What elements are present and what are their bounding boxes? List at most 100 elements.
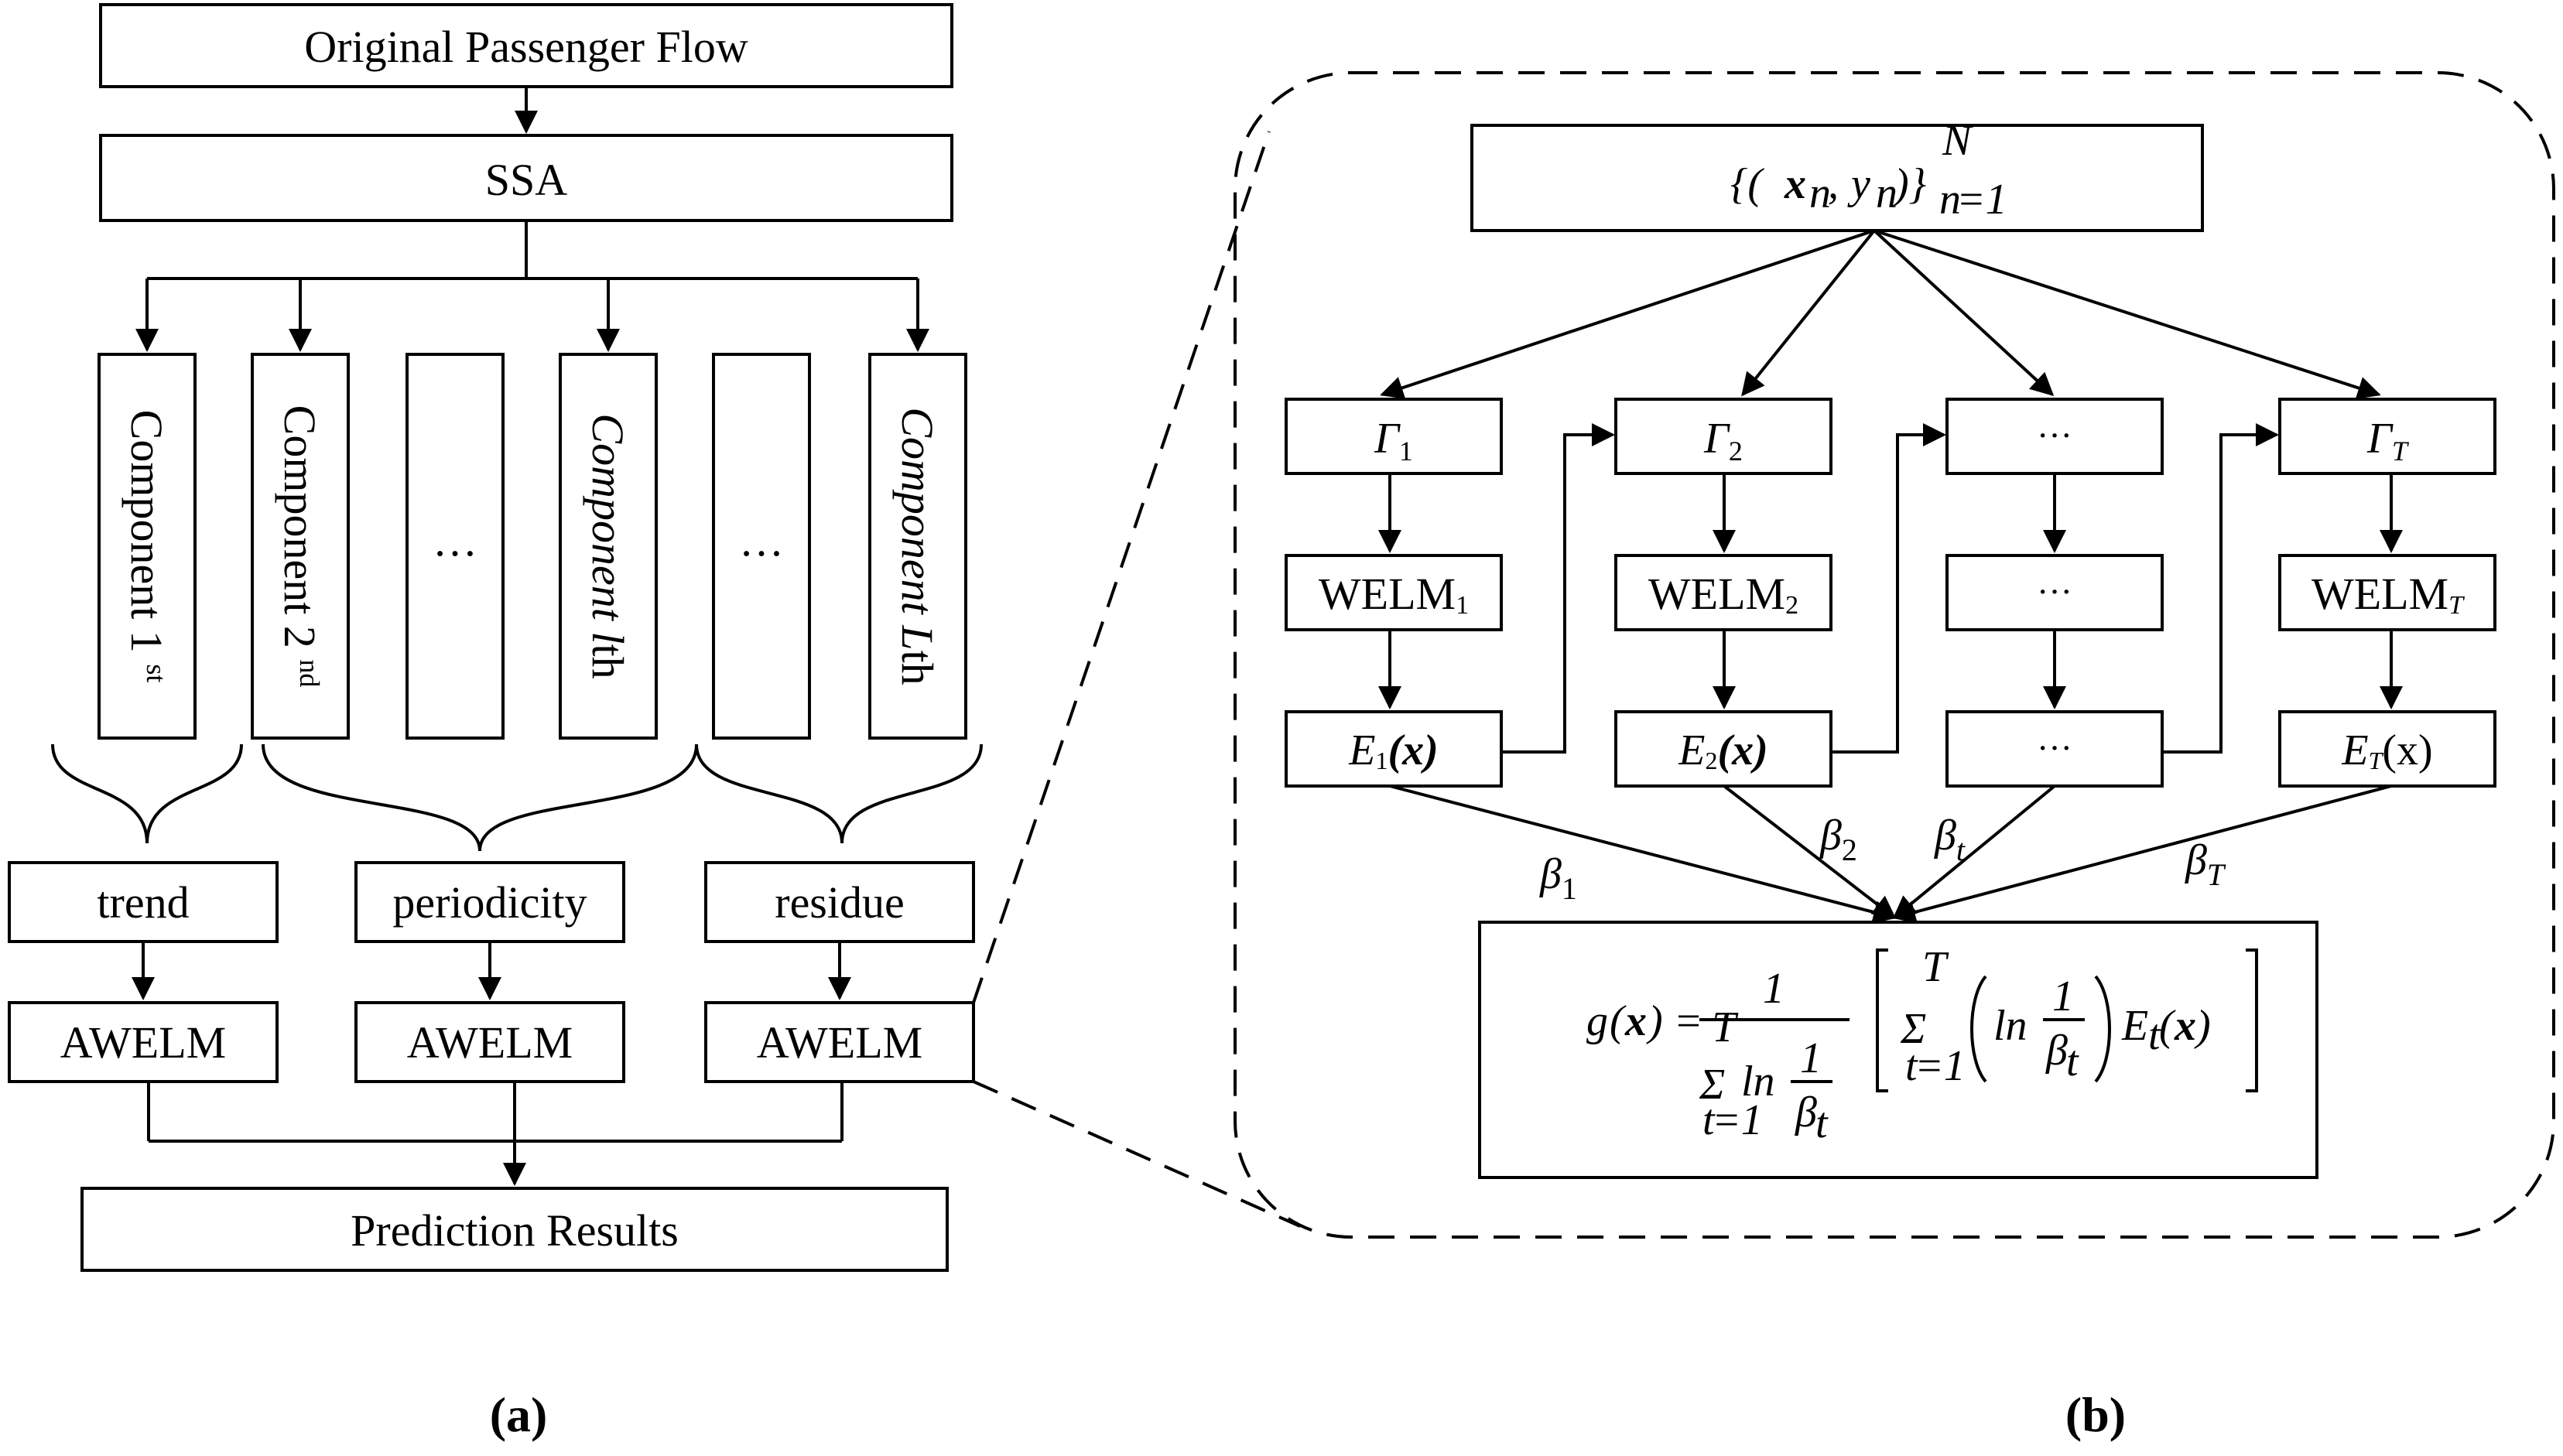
svg-text:t: t: [1905, 1042, 1918, 1090]
component-L-box: [868, 353, 967, 740]
periodicity-box: [354, 861, 625, 943]
final-formula-box: [1478, 921, 2318, 1179]
svg-text:(: (: [2159, 1002, 2176, 1050]
svg-text:): ): [2194, 1002, 2211, 1050]
svg-text:t: t: [1815, 1099, 1829, 1147]
svg-text:β: β: [1795, 1089, 1817, 1136]
component-ellipsis-2-label: …: [739, 515, 784, 566]
component-2-box: [251, 353, 350, 740]
svg-text:1: 1: [2052, 972, 2074, 1020]
svg-text:n: n: [1876, 169, 1897, 217]
svg-text:n: n: [1809, 169, 1831, 217]
svg-text:{(: {(: [1730, 160, 1764, 208]
prediction-results-label: Prediction Results: [351, 1205, 679, 1256]
beta-t-label: βt: [1934, 812, 1966, 867]
svg-text:g: g: [1586, 997, 1608, 1045]
gamma-ellipsis-box: [1945, 398, 2164, 475]
e-ellipsis-label: ···: [2037, 728, 2072, 767]
e-2-box: [1614, 710, 1832, 788]
caption-b: (b): [2065, 1387, 2126, 1442]
svg-text:E: E: [2121, 1002, 2148, 1050]
awelm-residue-label: AWELM: [757, 1017, 922, 1068]
awelm-periodicity-label: AWELM: [407, 1017, 573, 1068]
svg-text:1: 1: [1763, 965, 1785, 1013]
final-formula: g ( x ) = 1 T Σ t =1 ln 1 β t T Σ t =1 l…: [1586, 943, 2258, 1147]
component-1-box: [98, 353, 197, 740]
awelm-residue-box: [704, 1001, 975, 1083]
residue-label: residue: [775, 877, 905, 928]
svg-text:=1: =1: [1712, 1096, 1763, 1144]
svg-text:t: t: [2148, 1011, 2161, 1059]
component-ellipsis-1-box: [405, 353, 505, 740]
trend-label: trend: [97, 877, 189, 928]
gamma-2-box: [1614, 398, 1832, 475]
ssa-label: SSA: [485, 155, 568, 205]
svg-text:1: 1: [1800, 1034, 1822, 1082]
arrow-e2-final: [1723, 784, 1897, 919]
welm-T-box: [2278, 554, 2496, 631]
beta-2-label: β2: [1819, 812, 1857, 867]
beta-1-label: β1: [1539, 850, 1577, 906]
svg-text:x: x: [1784, 160, 1806, 208]
svg-text:) =: ) =: [1646, 997, 1702, 1045]
svg-text:n: n: [1939, 176, 1961, 224]
original-flow-box: [99, 3, 953, 88]
original-flow-label: Original Passenger Flow: [304, 22, 748, 72]
svg-text:)}: )}: [1892, 160, 1926, 208]
component-l-box: [559, 353, 658, 740]
component-L-label: Component Lth: [892, 407, 943, 685]
gamma-T-label: ΓT: [2366, 415, 2410, 467]
svg-text:=1: =1: [1956, 176, 2007, 224]
ssa-box: [99, 134, 953, 222]
dataset-box: [1470, 124, 2204, 232]
svg-text:y: y: [1847, 160, 1870, 208]
e-2-label: E2(x): [1678, 726, 1768, 774]
awelm-trend-label: AWELM: [60, 1017, 226, 1068]
welm-1-box: [1285, 554, 1503, 631]
arrow-mid-final: [1892, 784, 2056, 919]
gamma-2-label: Γ2: [1703, 415, 1743, 467]
zoom-region-frame: [1234, 71, 2555, 1239]
feedback-e2-gamma-mid: [1831, 423, 1946, 754]
svg-text:x: x: [1624, 997, 1647, 1045]
brace-periodicity: [262, 743, 698, 852]
gamma-T-box: [2278, 398, 2496, 475]
e-T-box: [2278, 710, 2496, 788]
e-1-label: E1(x): [1348, 726, 1439, 774]
feedback-e1-gamma2: [1501, 423, 1615, 754]
svg-text:x: x: [2174, 1002, 2196, 1050]
panel-b: {( x n , y n )} N n =1 Γ1 Γ2 ··· ΓT: [1234, 71, 2555, 1442]
caption-a: (a): [490, 1387, 548, 1442]
component-ellipsis-2-box: [712, 353, 811, 740]
svg-text:t: t: [2066, 1037, 2079, 1085]
component-l-label: Component lth: [583, 413, 633, 678]
svg-text:T: T: [1922, 943, 1949, 991]
welm-T-label: WELMT: [2311, 569, 2465, 620]
dataset-formula: {( x n , y n )} N n =1: [1730, 117, 2007, 224]
brace-residue: [695, 743, 983, 844]
panel-a: Original Passenger Flow SSA Component 1 …: [8, 3, 983, 1442]
periodicity-label: periodicity: [392, 877, 587, 928]
gamma-1-box: [1285, 398, 1503, 475]
svg-text:Σ: Σ: [1900, 1005, 1926, 1053]
residue-box: [704, 861, 975, 943]
welm-ellipsis-label: ···: [2037, 572, 2072, 611]
arrow-data-gammaT: [1873, 229, 2381, 399]
e-ellipsis-box: [1945, 710, 2164, 788]
svg-text:t: t: [1702, 1096, 1716, 1144]
welm-1-label: WELM1: [1319, 569, 1469, 620]
component-1-label: Component 1 st: [121, 410, 172, 683]
arrow-data-gamma-mid: [1873, 229, 2055, 397]
welm-2-box: [1614, 554, 1832, 631]
awelm-trend-box: [8, 1001, 279, 1083]
component-ellipsis-1-label: …: [433, 515, 477, 566]
svg-text:ln: ln: [1741, 1058, 1775, 1106]
feedback-mid-gammaT: [2162, 423, 2279, 754]
svg-text:(: (: [1610, 997, 1627, 1045]
gamma-1-label: Γ1: [1374, 415, 1413, 467]
welm-2-label: WELM2: [1648, 569, 1798, 620]
zoom-line-top: [972, 131, 1271, 1003]
arrow-data-gamma1: [1380, 229, 1875, 399]
e-T-label: ET(x): [2341, 726, 2432, 774]
arrow-eT-final: [1892, 784, 2392, 924]
